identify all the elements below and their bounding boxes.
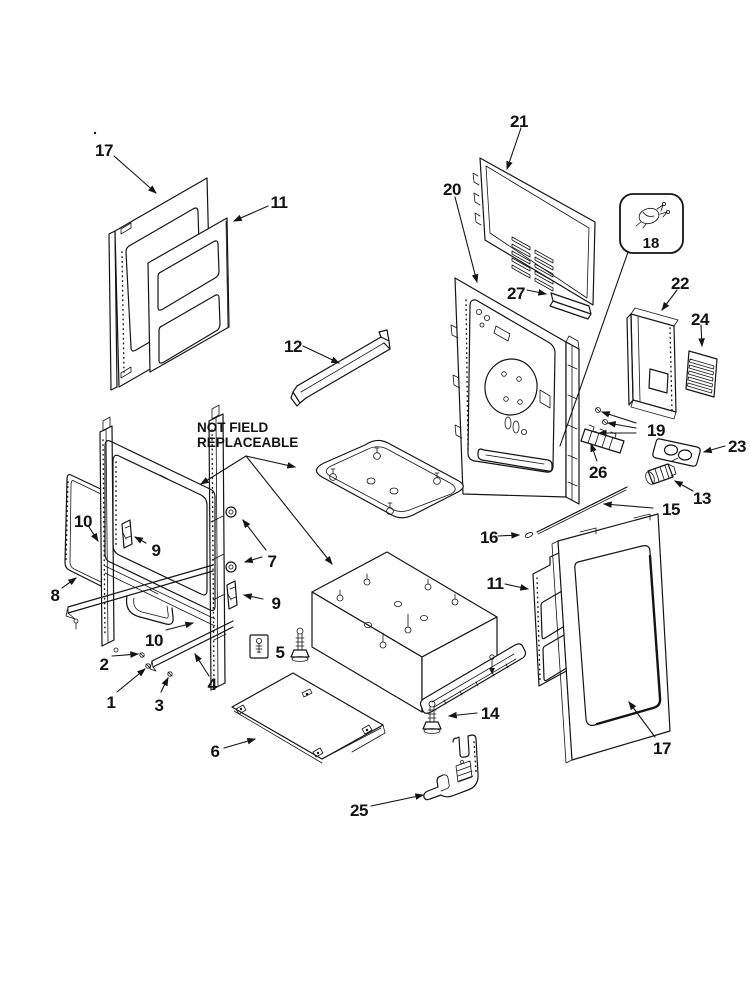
callout-9-right: 9	[272, 594, 281, 613]
hinge-9-left	[121, 519, 133, 549]
brace-12	[290, 329, 391, 407]
leveling-leg-14	[422, 700, 442, 734]
callout-20: 20	[443, 180, 461, 199]
callout-22: 22	[671, 274, 689, 293]
frame-bottom-rail	[65, 564, 214, 653]
door-outer-panel-17-right	[551, 513, 671, 764]
callout-11-right: 11	[487, 574, 504, 593]
roast-bird-icon	[635, 201, 671, 229]
bottom-bracket-27	[549, 292, 592, 320]
cooktop-tray	[315, 439, 464, 519]
drawer-panel-6	[231, 672, 386, 764]
rod-tip-16	[524, 532, 534, 538]
not-field-replaceable-note: NOT FIELD REPLACEABLE	[197, 420, 333, 565]
callout-2: 2	[100, 655, 109, 674]
callout-8: 8	[51, 586, 60, 605]
antitip-bracket-25	[423, 734, 479, 801]
igniter-13	[645, 457, 679, 485]
side-cover-22	[626, 307, 679, 420]
callout-6: 6	[211, 742, 220, 761]
hinge-9-right	[226, 580, 238, 610]
note-line2: REPLACEABLE	[197, 435, 298, 450]
oven-cavity-frame	[104, 440, 216, 627]
callout-16: 16	[480, 528, 498, 547]
leveling-leg-left	[290, 627, 310, 662]
drawer-box-screws	[336, 573, 459, 649]
rear-shield-panel-21	[472, 157, 596, 306]
callout-24: 24	[691, 310, 710, 329]
badge-18: 18	[619, 193, 684, 254]
note-line1: NOT FIELD	[197, 420, 268, 435]
callout-26: 26	[589, 463, 607, 482]
callout-leaders	[61, 127, 726, 807]
callout-11-top: 11	[271, 193, 288, 212]
callout-4: 4	[208, 675, 218, 694]
callout-14: 14	[481, 704, 500, 723]
callout-9-left: 9	[152, 541, 161, 560]
callout-17-right: 17	[653, 739, 671, 758]
hole-plate-23	[652, 438, 701, 467]
callout-23: 23	[728, 437, 746, 456]
callout-25: 25	[350, 801, 368, 820]
long-rod-15	[536, 486, 628, 535]
callout-15: 15	[662, 500, 680, 519]
callout-3: 3	[155, 696, 164, 715]
callout-17-top: 17	[95, 141, 113, 160]
callout-10-upper: 10	[74, 512, 92, 531]
u-bracket	[125, 595, 174, 625]
drawer-slide-rail	[419, 643, 527, 714]
front-frame-left-rail	[99, 416, 115, 647]
bottom-rail-4	[149, 620, 234, 672]
front-frame-right-rail	[208, 404, 227, 691]
print-dot	[93, 131, 97, 135]
terminal-block-26	[580, 424, 625, 454]
callout-5: 5	[276, 643, 285, 662]
vent-grille-24	[685, 350, 718, 398]
callout-7: 7	[268, 552, 277, 571]
vent-slats	[511, 236, 554, 292]
small-screws-1-2-3	[139, 652, 173, 677]
screw-pack-5	[249, 634, 269, 659]
callout-labels: 17 11 21 20 27 22 24 19 26 23 13 15 16 1…	[51, 112, 747, 820]
badge-18-leader	[559, 251, 629, 447]
drawer-box	[311, 551, 527, 714]
callout-12: 12	[284, 337, 302, 356]
door-liner-panel-11-top-left	[147, 217, 230, 373]
callout-21: 21	[510, 112, 528, 131]
callout-1: 1	[107, 693, 116, 712]
callout-19: 19	[647, 421, 665, 440]
callout-10-lower: 10	[145, 631, 163, 650]
callout-13: 13	[693, 489, 711, 508]
back-panel-20	[450, 277, 580, 505]
rail-screw	[489, 654, 495, 674]
grommets-7	[225, 506, 237, 573]
badge-18-label: 18	[643, 235, 660, 252]
tray-screws	[329, 447, 441, 515]
callout-27: 27	[507, 284, 525, 303]
